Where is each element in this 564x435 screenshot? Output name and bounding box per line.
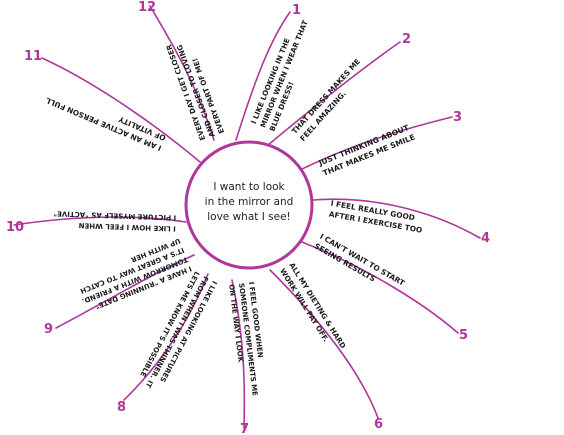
ray-number-4: 4 [481, 231, 490, 246]
ray-number-9: 9 [44, 322, 53, 337]
ray-curve-10 [13, 216, 187, 226]
ray-curve-7 [231, 279, 246, 429]
ray-curve-12 [149, 5, 215, 141]
ray-statement-11-line-1: I AM AN ACTIVE PERSON FULL [44, 96, 163, 153]
ray-curve-6 [269, 269, 379, 419]
ray-curve-8 [123, 273, 209, 401]
ray-number-10: 10 [6, 220, 24, 235]
ray-number-6: 6 [374, 417, 383, 432]
ray-number-11: 11 [24, 49, 42, 64]
ray-curve-4 [312, 198, 481, 239]
ray-curve-2 [261, 41, 401, 151]
center-line-3: love what I see! [207, 211, 291, 223]
ray-curve-3 [295, 116, 453, 173]
ray-curve-5 [301, 241, 459, 334]
ray-statement-10-line-1: I LIKE HOW I FEEL WHEN [78, 221, 176, 232]
center-circle [184, 140, 314, 270]
ray-number-12: 12 [138, 0, 156, 15]
ray-number-7: 7 [240, 422, 249, 435]
center-line-2: in the mirror and [205, 196, 294, 208]
ray-statement-2-line-1: THAT DRESS MAKES ME [290, 57, 362, 136]
ray-curve-1 [235, 11, 291, 141]
ray-number-3: 3 [453, 110, 462, 125]
ray-number-2: 2 [402, 32, 411, 47]
ray-statement-10-line-2: I PICTURE MYSELF AS "ACTIVE" [53, 209, 176, 221]
ray-curve-9 [55, 254, 195, 329]
ray-statement-8-line-2: FROM WHEN I WAS THINNER. IT [144, 275, 210, 390]
center-statement: I want to look in the mirror and love wh… [205, 181, 294, 223]
ray-number-8: 8 [117, 400, 126, 415]
ray-curve-11 [41, 57, 201, 163]
ray-number-5: 5 [459, 328, 468, 343]
ray-number-1: 1 [292, 3, 301, 18]
ray-statement-6-line-1: ALL MY DIETING & HARD [287, 261, 347, 350]
center-line-1: I want to look [213, 181, 285, 193]
ray-statement-9: I HAVE A "RUNNING DATE"TOMORROW WITH A F… [79, 236, 193, 310]
